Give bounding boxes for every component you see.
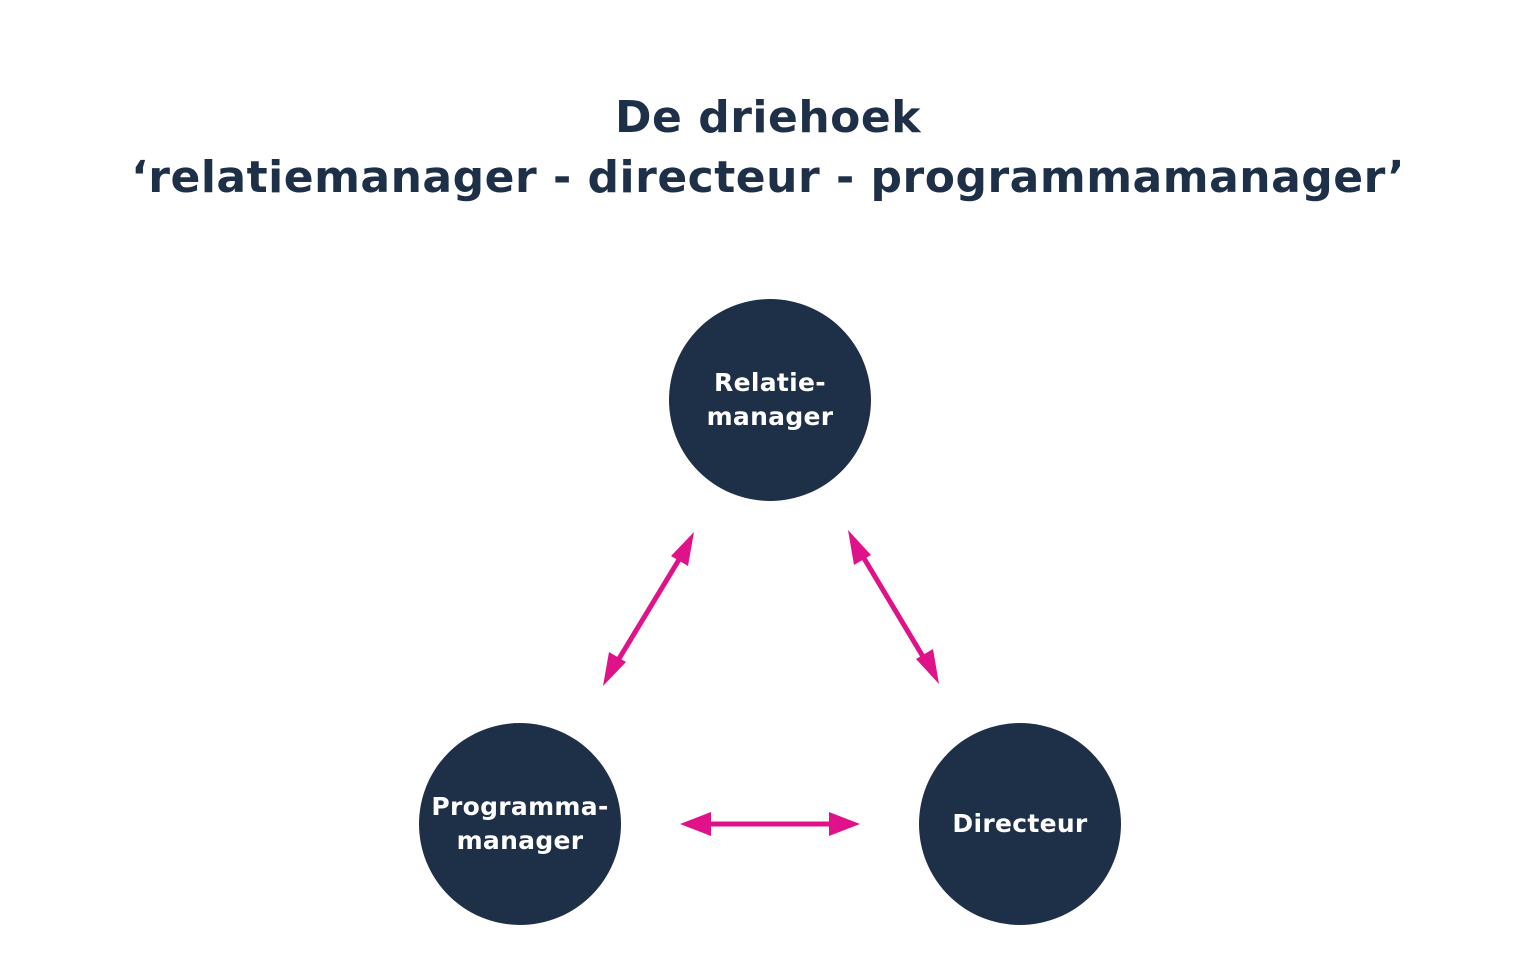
title-line-2: ‘relatiemanager - directeur - programmam…	[131, 152, 1405, 203]
node-programmamanager: Programma- manager	[419, 723, 621, 925]
arrowhead-left-end	[680, 812, 711, 836]
node-directeur: Directeur	[919, 723, 1121, 925]
node-relatiemanager: Relatie- manager	[669, 299, 871, 501]
arrowhead-relatie-end	[671, 532, 694, 566]
arrowhead-relatie-right-end	[848, 530, 871, 565]
node-programmamanager-line2: manager	[456, 826, 584, 855]
arrow-relatie-programma	[614, 556, 683, 664]
arrowhead-right-end	[829, 812, 860, 836]
node-relatiemanager-line2: manager	[706, 402, 834, 431]
node-programmamanager-line1: Programma-	[431, 792, 609, 821]
node-relatiemanager-line1: Relatie-	[714, 368, 826, 397]
arrowhead-directeur-end	[916, 649, 939, 684]
node-directeur-line1: Directeur	[952, 809, 1088, 838]
arrowhead-programma-end	[603, 652, 626, 686]
title-line-1: De driehoek	[615, 92, 921, 143]
arrow-relatie-directeur	[859, 553, 928, 662]
